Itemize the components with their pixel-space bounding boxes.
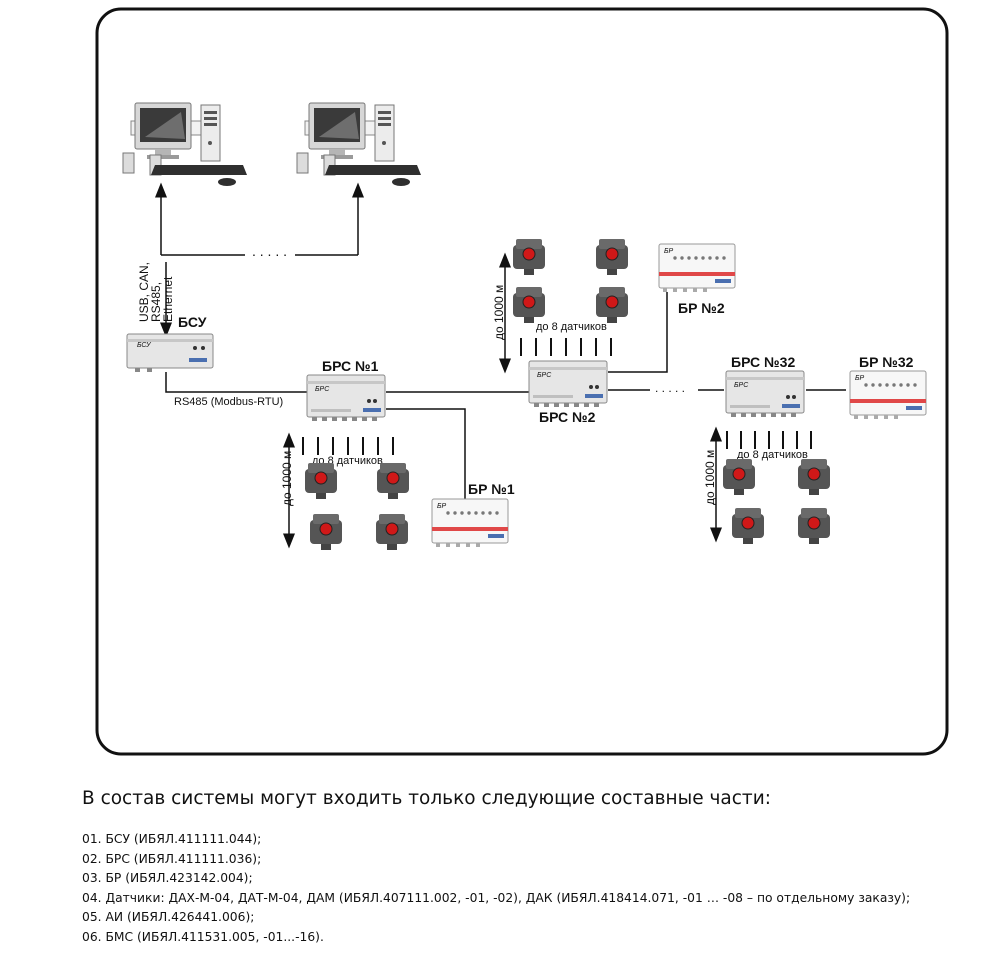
brs32-faceplate: БРС xyxy=(734,382,749,389)
gas-sensor-icon xyxy=(731,507,765,545)
gas-sensor-icon xyxy=(512,286,546,324)
brs2-faceplate: БРС xyxy=(537,372,552,379)
br32-faceplate: БР xyxy=(855,375,865,382)
diagram-frame xyxy=(95,7,949,756)
sensors-label-32: до 8 датчиков xyxy=(737,449,808,461)
brs32-unit-icon xyxy=(725,370,805,418)
interface-label-line1: USB, CAN, xyxy=(137,262,151,322)
brs32-label: БРС №32 xyxy=(731,354,795,370)
distance-label-32: до 1000 м xyxy=(703,450,717,505)
gas-sensor-icon xyxy=(797,507,831,545)
distance-label-2: до 1000 м xyxy=(492,285,506,340)
component-item: 04. Датчики: ДАХ-М-04, ДАТ-М-04, ДАМ (ИБ… xyxy=(82,890,911,905)
component-item: 01. БСУ (ИБЯЛ.411111.044); xyxy=(82,832,262,846)
gas-sensor-icon xyxy=(376,462,410,500)
components-list: 01. БСУ (ИБЯЛ.411111.044); 02. БРС (ИБЯЛ… xyxy=(82,830,910,947)
brs1-faceplate: БРС xyxy=(315,386,330,393)
components-heading: В состав системы могут входить только сл… xyxy=(82,788,771,809)
br1-label: БР №1 xyxy=(468,481,515,497)
bsu-faceplate: БСУ xyxy=(137,342,152,349)
component-item: 06. БМС (ИБЯЛ.411531.005, -01...-16). xyxy=(82,929,324,944)
bsu-unit-icon xyxy=(126,333,214,372)
gas-sensor-icon xyxy=(722,458,756,496)
bsu-label: БСУ xyxy=(178,314,207,330)
computer-icon-2 xyxy=(296,102,422,187)
br2-faceplate: БР xyxy=(664,248,674,255)
brs1-label: БРС №1 xyxy=(322,358,379,374)
sensor-bus-ticks-2 xyxy=(520,338,612,356)
component-item: 03. БР (ИБЯЛ.423142.004); xyxy=(82,871,253,885)
brs2-label: БРС №2 xyxy=(539,409,596,425)
ellipsis-label: . . . . . xyxy=(252,243,287,259)
gas-sensor-icon xyxy=(595,286,629,324)
gas-sensor-icon xyxy=(595,238,629,276)
gas-sensor-icon xyxy=(304,462,338,500)
interface-label-line2: RS485, xyxy=(149,282,163,322)
brs1-unit-icon xyxy=(306,374,386,422)
sensor-bus-ticks-1 xyxy=(302,437,394,455)
gas-sensor-icon xyxy=(797,458,831,496)
component-item: 05. АИ (ИБЯЛ.426441.006); xyxy=(82,910,255,924)
gas-sensor-icon xyxy=(512,238,546,276)
gas-sensor-icon xyxy=(309,513,343,551)
gas-sensor-icon xyxy=(375,513,409,551)
br1-faceplate: БР xyxy=(437,503,447,510)
computer-link-lines xyxy=(155,182,364,338)
component-item: 02. БРС (ИБЯЛ.411111.036); xyxy=(82,851,262,866)
bus-ellipsis: . . . . . xyxy=(655,381,685,395)
system-diagram: . . . . . USB, CAN, RS485, Ethernet БСУ … xyxy=(95,7,949,756)
computer-icon-1 xyxy=(122,102,248,187)
br32-label: БР №32 xyxy=(859,354,914,370)
bus-label: RS485 (Modbus-RTU) xyxy=(174,396,283,408)
interface-label-line3: Ethernet xyxy=(161,276,175,322)
distance-label-1: до 1000 м xyxy=(280,451,294,506)
brs2-unit-icon xyxy=(528,360,608,408)
sensor-bus-ticks-32 xyxy=(726,431,812,449)
sensors-label-2: до 8 датчиков xyxy=(536,321,607,333)
br2-label: БР №2 xyxy=(678,300,725,316)
bus-lines xyxy=(165,292,846,502)
